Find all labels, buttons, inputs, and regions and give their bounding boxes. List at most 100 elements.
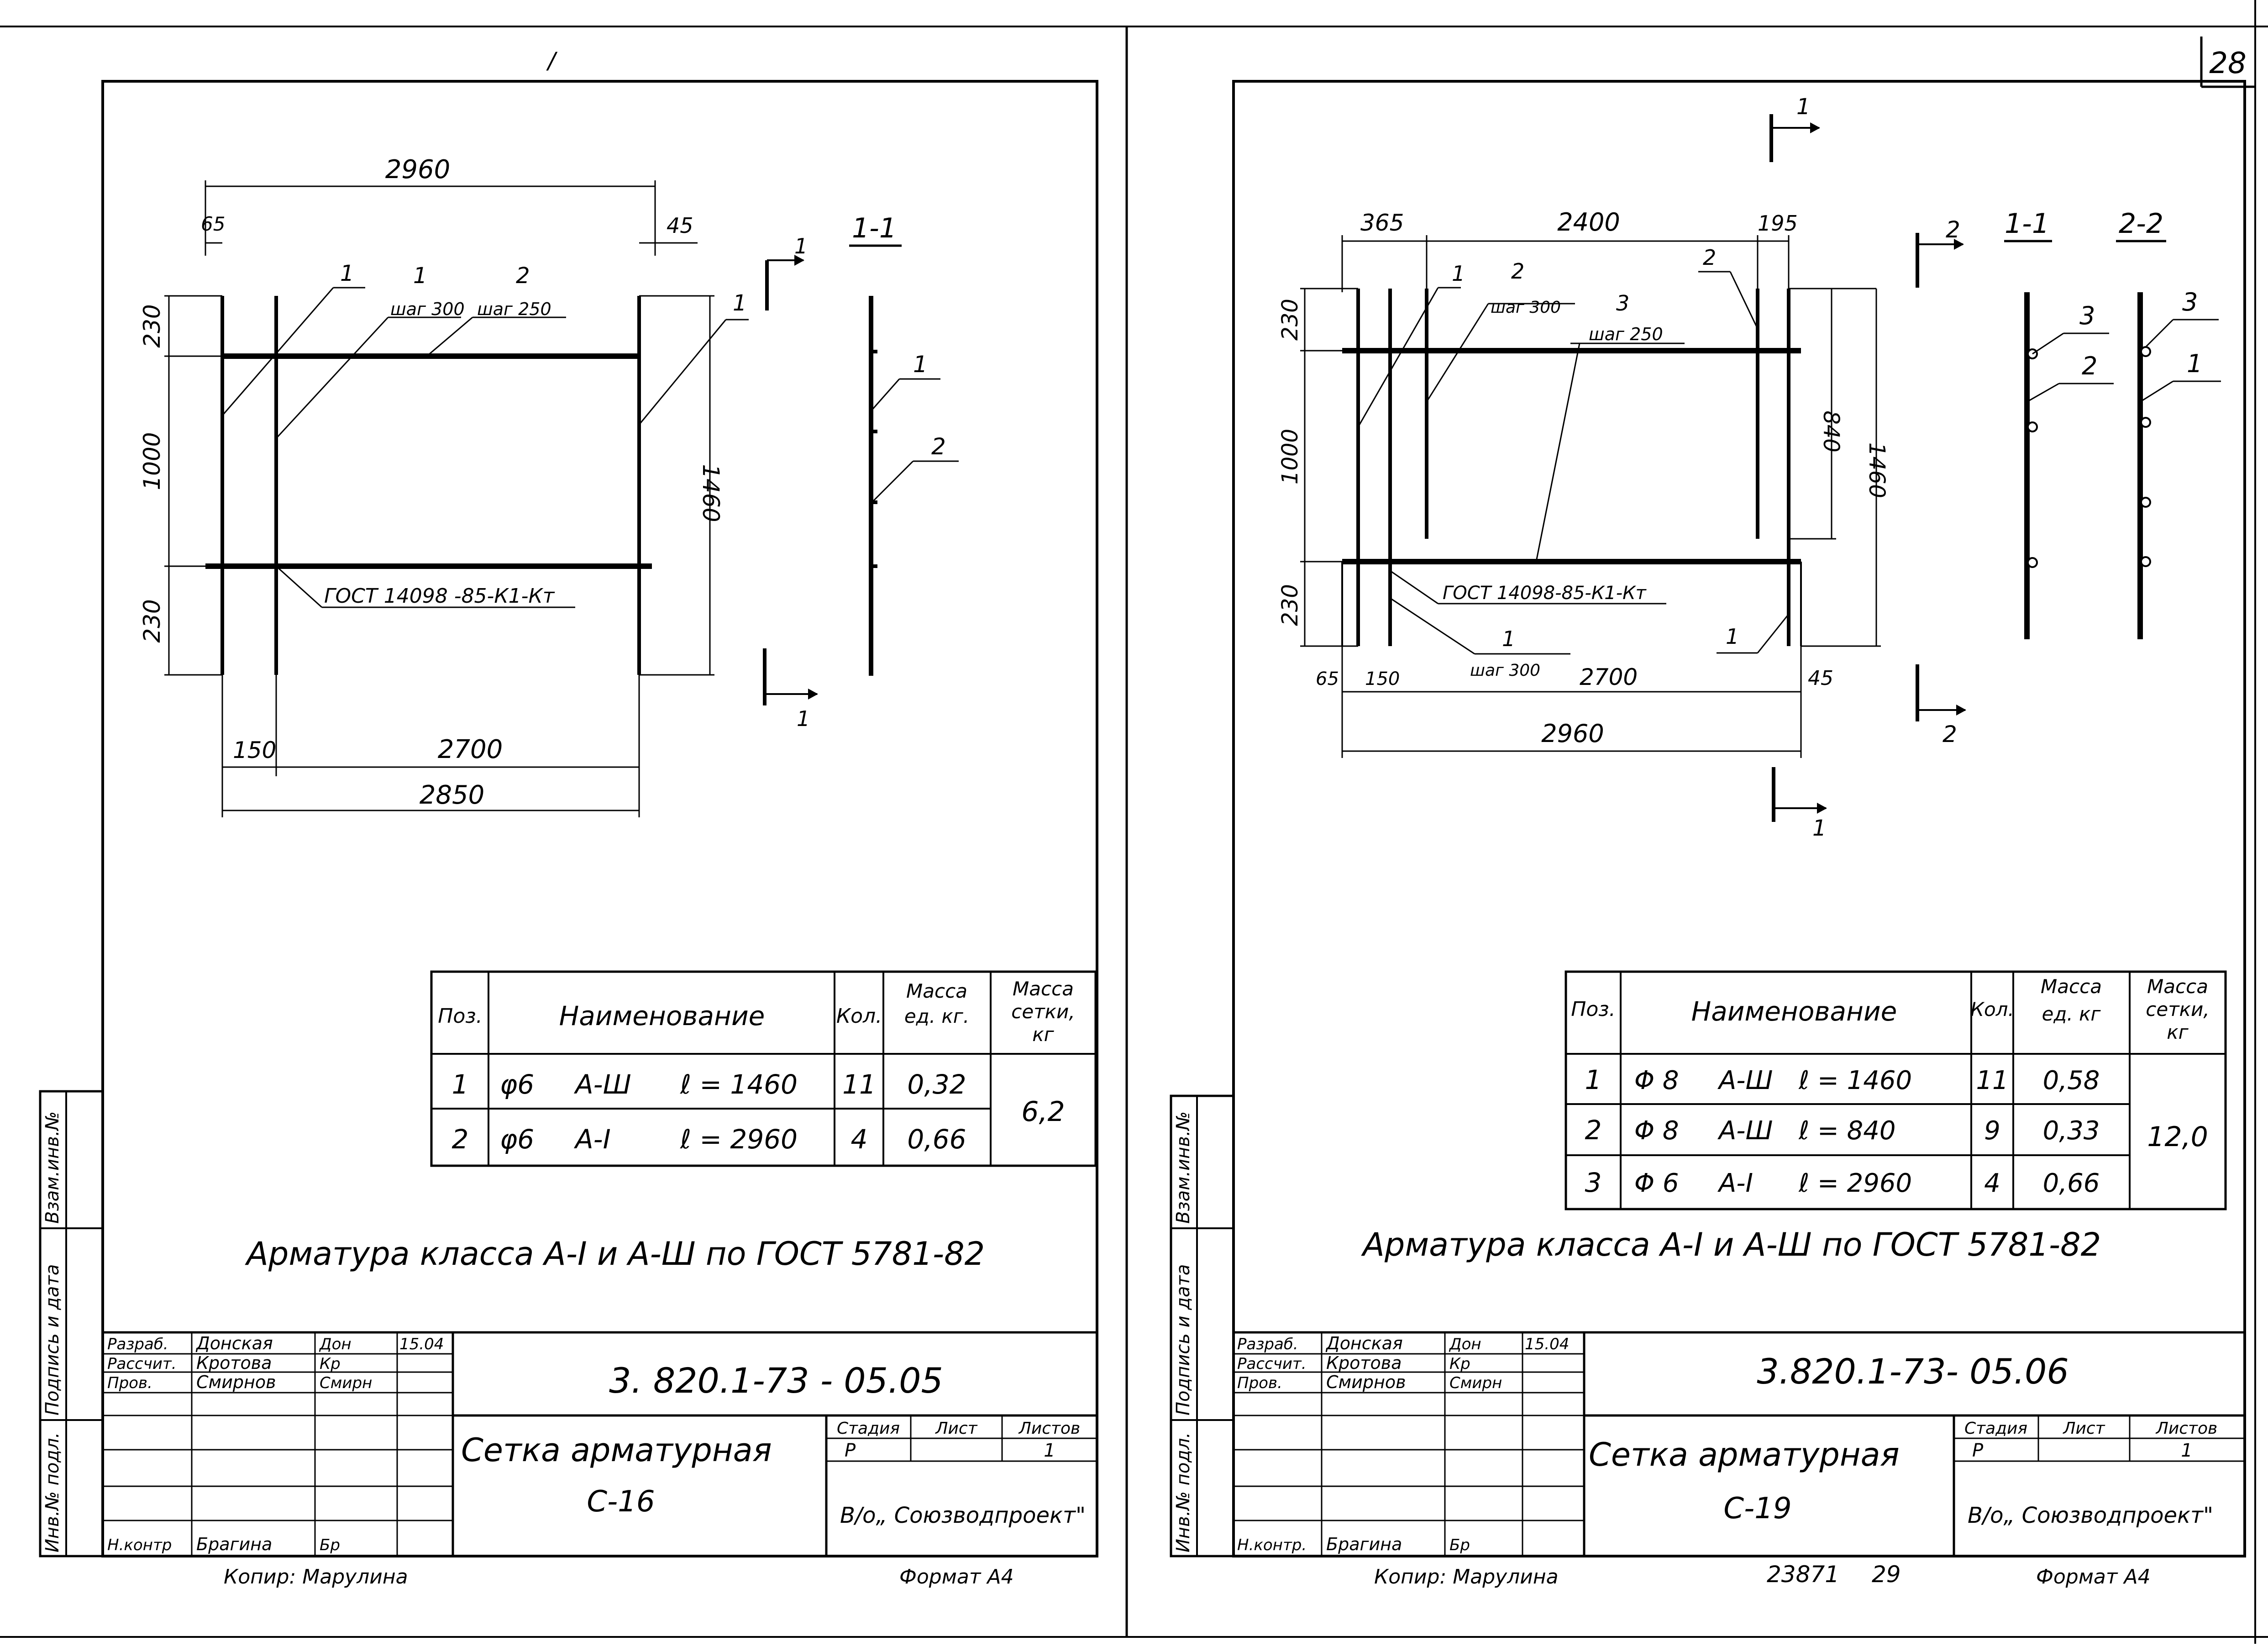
sig-7: Бр [320,1536,340,1554]
right-sheet: Взам.инв.№ Подпись и дата Инв.№ подл. 36… [1170,80,2246,1589]
name-1: Донская [1325,1333,1403,1353]
sig-2: Кр [1449,1355,1470,1373]
stage-value: Р [1972,1440,1984,1461]
name-7: Брагина [196,1534,272,1554]
copier: Копир: Марулина [1374,1565,1559,1589]
note: Арматура класса А-I и А-Ш по ГОСТ 5781-8… [245,1235,985,1273]
row1-dia: Φ 8 [1634,1066,1679,1095]
dim-2400: 2400 [1557,208,1620,237]
name-1: Донская [195,1333,273,1353]
dim-2960: 2960 [385,155,451,184]
dim-150: 150 [233,737,276,763]
row2-cls: А-I [573,1124,611,1155]
left-frame [101,80,1098,1557]
dim-1460: 1460 [698,464,724,522]
sig-1: Дон [319,1335,352,1353]
section-title: 1-1 [852,212,897,244]
row2-qty: 4 [851,1124,868,1155]
row2-dia: Φ 8 [1634,1116,1679,1146]
left-sheet: Взам.инв.№ Подпись и дата Инв.№ подл. 29… [39,80,1098,1589]
sheets-value: 1 [2181,1440,2192,1461]
leader-2: 2 [516,263,530,289]
leader-1c: 1 [733,290,747,316]
th-mass-unit-2: ед. кг. [904,1005,969,1027]
s1-callout-3: 3 [2079,301,2095,330]
name-7: Брагина [1326,1534,1402,1554]
mesh-plan-right: 365 2400 195 230 1000 230 840 1460 [1277,94,2221,841]
doc-code: 3. 820.1-73 - 05.05 [609,1360,943,1401]
role-2: Рассчит. [107,1355,177,1373]
side-label-1: Взам.инв.№ [42,1111,63,1224]
title-line-1: Сетка арматурная [461,1431,772,1469]
dim-45: 45 [667,213,693,238]
th-mass-mesh-1: Масса [2147,975,2208,998]
step-300: шаг 300 [390,299,465,319]
row2-mass: 0,66 [907,1124,966,1155]
row1-len: ℓ = 1460 [1798,1066,1912,1095]
dim-2850: 2850 [420,780,485,810]
sheets-value: 1 [1044,1440,1055,1461]
side-label-3: Инв.№ подл. [42,1432,63,1552]
role-1: Разраб. [107,1335,168,1353]
page-number-box: 28 [2200,37,2255,88]
th-mass-unit-2: ед. кг [2042,1003,2101,1025]
title-line-2: С-19 [1723,1492,1791,1526]
step-300b: шаг 300 [1470,661,1540,680]
row3-mass: 0,66 [2043,1168,2100,1198]
dim-1460: 1460 [1864,442,1890,498]
sheet-label: Лист [2062,1419,2105,1438]
row3-dia: Φ 6 [1634,1168,1679,1198]
spec-table-left: Поз. Наименование Кол. Масса ед. кг. Мас… [430,970,1097,1167]
row1-pos: 1 [452,1069,469,1100]
mesh-plan-left: 2960 65 45 230 1000 230 1460 150 [139,155,959,817]
dim-65: 65 [201,213,225,235]
format: Формат А4 [2036,1565,2151,1589]
row2-qty: 9 [1984,1116,2000,1146]
section-callout-1: 1 [913,351,928,378]
mesh-total: 12,0 [2147,1121,2208,1153]
th-pos: Поз. [1571,998,1615,1021]
dim-230-top: 230 [1277,299,1303,341]
title-block-right: Разраб. Донская Дон 15.04 Рассчит. Крото… [1234,1331,2245,1556]
name-3: Смирнов [196,1372,276,1392]
row1-pos: 1 [1585,1064,1602,1095]
mark1-top: 1 [1796,94,1811,120]
leader-6: 1 [1726,624,1739,649]
sig-7: Бр [1449,1536,1470,1554]
name-3: Смирнов [1326,1372,1406,1392]
sheets-label: Листов [1018,1419,1080,1438]
organization: В/о„ Союзводпроект" [1968,1503,2213,1528]
doc-code: 3.820.1-73- 05.06 [1757,1351,2068,1392]
sig-3: Смирн [320,1374,372,1392]
row3-pos: 3 [1585,1167,1602,1198]
leader-3: 3 [1616,291,1629,316]
gost-label: ГОСТ 14098 -85-К1-Кт [324,584,555,608]
bottom-number-a: 23871 [1767,1561,1839,1588]
row1-qty: 11 [842,1069,876,1100]
page-number: 28 [2209,47,2246,80]
row1-len: ℓ = 1460 [680,1069,798,1100]
th-mass-unit-1: Масса [2041,975,2102,998]
dim-2700: 2700 [1580,664,1638,690]
step-250: шаг 250 [477,299,551,319]
th-mass-mesh-2: сетки, [1011,1000,1075,1023]
th-name: Наименование [559,1000,765,1031]
row2-pos: 2 [452,1124,469,1155]
row1-qty: 11 [1976,1066,2008,1095]
dim-840: 840 [1818,410,1844,452]
row2-len: ℓ = 840 [1798,1116,1896,1146]
sig-1: Дон [1449,1335,1481,1353]
row1-mass: 0,32 [907,1069,966,1100]
s2-callout-3: 3 [2182,288,2198,316]
date-1: 15.04 [1525,1335,1569,1353]
format: Формат А4 [899,1565,1014,1589]
dim-1000: 1000 [139,432,165,490]
mesh-total: 6,2 [1021,1096,1065,1128]
side-label-3: Инв.№ подл. [1173,1432,1194,1552]
mark2-bot: 2 [1942,721,1957,747]
section-title-2: 2-2 [2119,208,2163,240]
mark1-bot: 1 [1812,815,1827,841]
note: Арматура класса А-I и А-Ш по ГОСТ 5781-8… [1361,1226,2101,1263]
step-300: шаг 300 [1491,298,1561,317]
s2-callout-1: 1 [2187,349,2202,378]
